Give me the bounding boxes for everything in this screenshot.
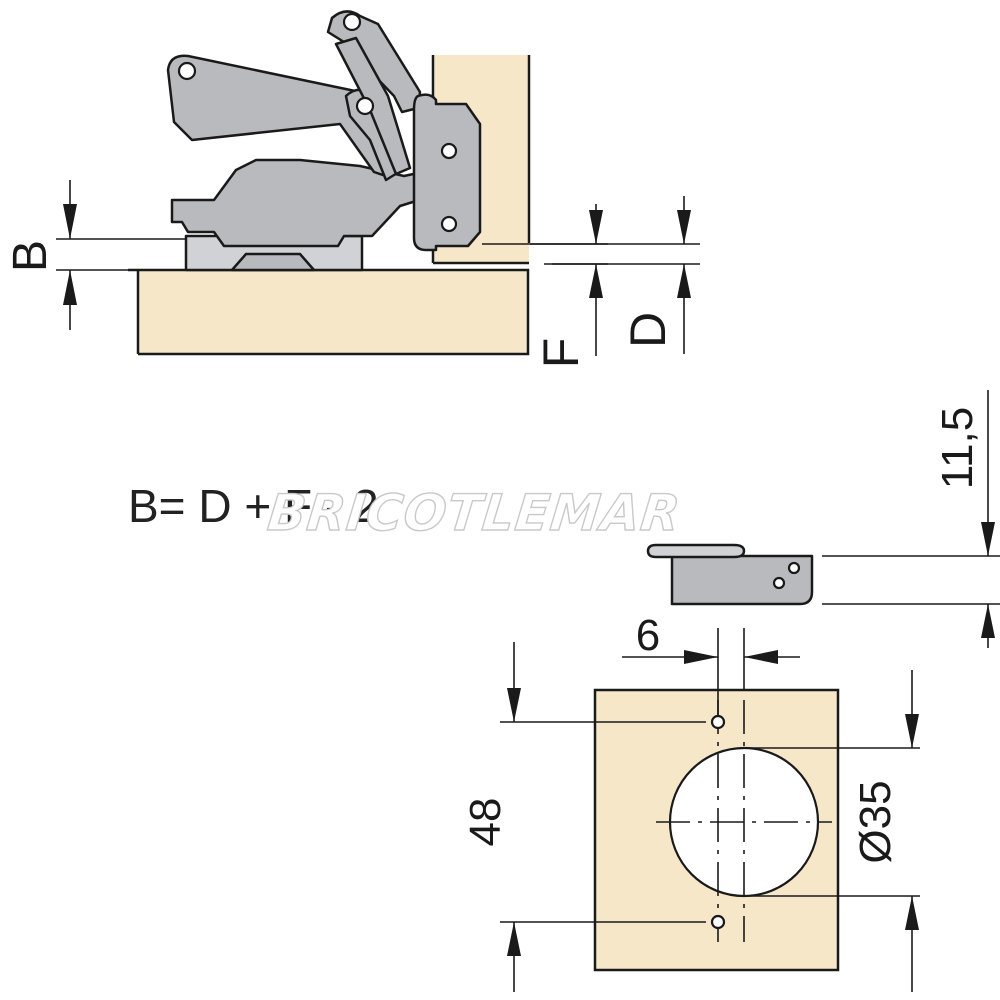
label-b: B	[4, 240, 57, 272]
plate-hole-2	[772, 576, 786, 590]
watermark: BRICOTLEMAR	[265, 483, 684, 542]
label-diameter: Ø35	[851, 780, 900, 863]
side-view: B F D	[4, 10, 700, 369]
mounting-plate-clip	[230, 252, 316, 272]
dimension-d: D	[530, 196, 700, 354]
pivot-hole-5	[440, 215, 458, 233]
pivot-hole-2	[342, 12, 362, 32]
label-d: D	[620, 312, 676, 348]
pivot-hole-1	[177, 61, 197, 81]
cabinet-panel	[128, 268, 530, 356]
hinge-cup-wing	[412, 93, 482, 252]
label-height: 48	[461, 798, 510, 847]
hinge-arm	[170, 158, 434, 248]
label-f: F	[533, 338, 589, 369]
plate-tab	[646, 543, 746, 559]
dimension-offset: 6	[622, 611, 800, 716]
plate-hole-1	[787, 561, 801, 575]
screw-hole-bottom	[710, 914, 726, 930]
screw-hole-top	[710, 714, 726, 730]
label-offset: 6	[636, 611, 660, 660]
dimension-height: 48	[461, 642, 706, 992]
dimension-b: B	[4, 180, 186, 330]
pivot-hole-4	[440, 142, 458, 160]
plate-side-view: 11,5	[646, 390, 1000, 648]
drilling-pattern: 6 48 Ø35	[461, 611, 920, 992]
pivot-hole-3	[355, 96, 375, 116]
plate-body	[670, 554, 814, 606]
label-plate-height: 11,5	[933, 407, 982, 489]
formula: B= D + F - 2	[128, 480, 379, 532]
hinge-link-upper	[166, 54, 400, 178]
